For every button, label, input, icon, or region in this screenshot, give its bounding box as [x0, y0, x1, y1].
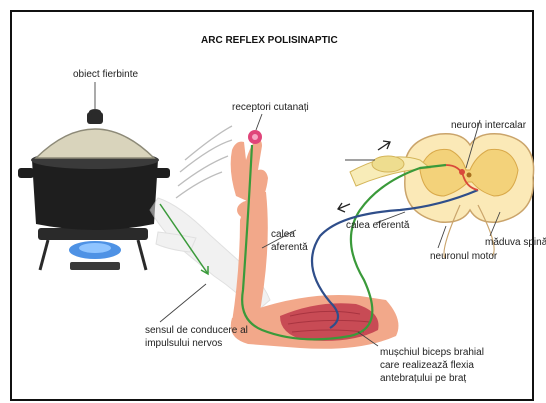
motion-lines	[176, 126, 232, 198]
label-afferent-path: calea aferentă	[271, 228, 308, 254]
label-conduction-line-2: impulsului nervos	[145, 337, 248, 350]
label-biceps-muscle: mușchiul biceps brahial care realizează …	[380, 346, 484, 385]
label-spinal-cord: măduva spinăr	[485, 236, 546, 249]
label-efferent-path: calea eferentă	[346, 219, 409, 232]
label-skin-receptors: receptori cutanați	[232, 101, 309, 114]
label-motor-neuron: neuronul motor	[430, 250, 497, 263]
label-hot-object: obiect fierbinte	[73, 68, 138, 81]
label-muscle-line-2: care realizează flexia	[380, 359, 484, 372]
label-afferent-line-2: aferentă	[271, 241, 308, 254]
label-afferent-line-1: calea	[271, 228, 308, 241]
interneuron-cell	[459, 169, 465, 175]
flame-icon	[69, 241, 121, 259]
label-conduction-direction: sensul de conducere al impulsului nervos	[145, 324, 248, 350]
label-muscle-line-1: mușchiul biceps brahial	[380, 346, 484, 359]
diagram-title: ARC REFLEX POLISINAPTIC	[201, 35, 338, 46]
label-conduction-line-1: sensul de conducere al	[145, 324, 248, 337]
hot-pot-icon	[18, 109, 170, 230]
label-interneuron: neuron intercalar	[451, 119, 526, 132]
label-muscle-line-3: antebrațului pe braț	[380, 372, 484, 385]
skin-receptor-icon	[248, 130, 262, 144]
